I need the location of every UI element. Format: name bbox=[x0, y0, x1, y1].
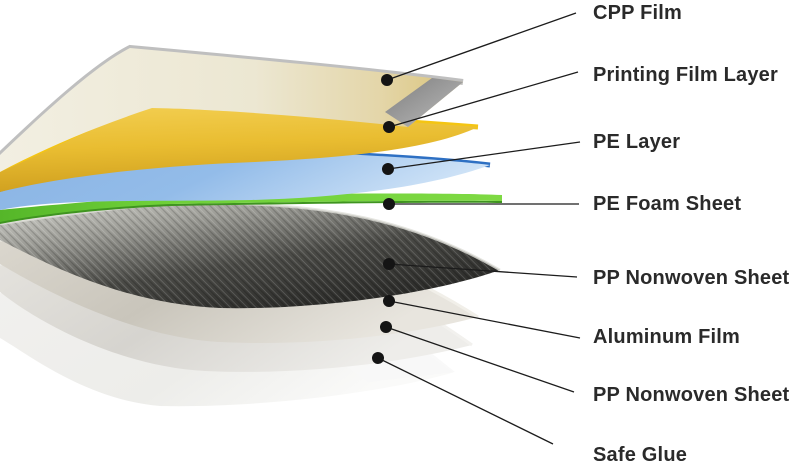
anchor-dot-safe-glue bbox=[372, 352, 384, 364]
layer-underside-pe-foam bbox=[0, 200, 502, 224]
label-safe-glue: Safe Glue bbox=[593, 444, 688, 466]
anchor-dot-pe-foam bbox=[383, 198, 395, 210]
leader-line-aluminum-film bbox=[388, 300, 581, 339]
layer-shape-printing-film bbox=[0, 107, 478, 192]
leader-lines bbox=[377, 12, 581, 445]
anchor-dot-aluminum-film bbox=[383, 295, 395, 307]
label-printing-film: Printing Film Layer bbox=[593, 64, 778, 86]
leader-line-pp-nonwoven-top bbox=[388, 263, 578, 278]
layer-fold-cpp-film bbox=[385, 78, 463, 127]
anchor-dot-pe-layer bbox=[382, 163, 394, 175]
leader-line-pp-nonwoven-bottom bbox=[385, 326, 575, 393]
anchor-dot-pp-nonwoven-top bbox=[383, 258, 395, 270]
leader-line-printing-film bbox=[388, 71, 579, 128]
label-pp-nonwoven-top: PP Nonwoven Sheet bbox=[593, 267, 790, 289]
label-pp-nonwoven-bottom: PP Nonwoven Sheet bbox=[593, 384, 790, 406]
label-cpp-film: CPP Film bbox=[593, 2, 683, 24]
leader-line-cpp-film bbox=[386, 12, 577, 81]
leader-line-pe-layer bbox=[387, 141, 581, 170]
anchor-dots bbox=[372, 74, 395, 364]
layer-shape-cpp-film bbox=[0, 48, 463, 172]
anchor-dot-cpp-film bbox=[381, 74, 393, 86]
leader-line-safe-glue bbox=[377, 357, 554, 445]
anchor-dot-pp-nonwoven-bottom bbox=[380, 321, 392, 333]
label-pe-foam: PE Foam Sheet bbox=[593, 193, 742, 215]
anchor-dot-printing-film bbox=[383, 121, 395, 133]
label-aluminum-film: Aluminum Film bbox=[593, 326, 741, 348]
layer-texture-pp-nonwoven-top bbox=[0, 203, 500, 309]
label-pe-layer: PE Layer bbox=[593, 131, 681, 153]
